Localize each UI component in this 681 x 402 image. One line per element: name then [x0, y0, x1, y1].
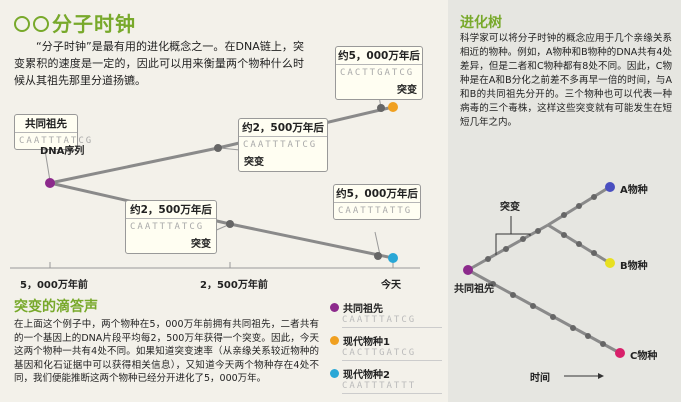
legend-item-ancestor: 共同祖先 CAATTTATCG [330, 300, 442, 328]
ancestor-box: 共同祖先 CAATTTATCG [14, 114, 94, 150]
ancestor-box-title: 共同祖先 [15, 115, 77, 133]
label-species-c: C物种 [630, 351, 658, 362]
axis-label-today: 今天 [381, 280, 401, 291]
species2-node [388, 253, 398, 263]
mutation-node [214, 144, 222, 152]
mid-lower-mutation: 突变 [191, 239, 211, 250]
mid-lower-box: 约2，500万年后 CAATTTATCG 突变 [125, 200, 217, 254]
legend-item-species2: 现代物种2 CAATTTATTT [330, 366, 442, 394]
label-ancestor: 共同祖先 [454, 284, 494, 295]
axis-label-25m: 2，500万年前 [200, 280, 268, 291]
legend-item-species1: 现代物种1 CACTTGATCG [330, 333, 442, 361]
mutation-node [510, 292, 516, 298]
side-title: 进化树 [460, 15, 502, 31]
evolution-tree [463, 182, 625, 379]
mid-lower-title: 约2，500万年后 [126, 201, 216, 219]
bottom-right-box: 约5，000万年后 CAATTTATTG [333, 184, 421, 220]
arrow-head-icon [598, 373, 604, 379]
ancestor-node [45, 178, 55, 188]
intro-paragraph: “分子时钟”是最有用的进化概念之一。在DNA链上，突变累积的速度是一定的，因此可… [14, 40, 304, 87]
mid-upper-box: 约2，500万年后 CAATTTATCG 突变 [238, 118, 328, 172]
top-right-mutation: 突变 [397, 85, 417, 96]
mutation-node [591, 194, 597, 200]
legend-name: 现代物种2 [343, 370, 390, 381]
mutation-node [377, 104, 385, 112]
mutation-node [576, 241, 582, 247]
connector [374, 231, 381, 256]
label-species-a: A物种 [620, 185, 648, 196]
legend-name: 共同祖先 [343, 304, 383, 315]
mid-upper-title: 约2，500万年后 [239, 119, 327, 137]
top-right-title: 约5，000万年后 [336, 47, 422, 65]
mutation-node [550, 314, 556, 320]
legend-seq: CAATTTATCG [342, 315, 442, 328]
species-c-node [615, 348, 625, 358]
branch-upper-1 [49, 146, 219, 185]
mutation-node [600, 341, 606, 347]
connector [44, 149, 51, 182]
main-panel: 分子时钟 “分子时钟”是最有用的进化概念之一。在DNA链上，突变累积的速度是一定… [10, 8, 442, 399]
label-species-b: B物种 [620, 261, 648, 272]
top-right-box: 约5，000万年后 CACTTGATCG 突变 [335, 46, 423, 100]
ring-icon [14, 15, 30, 32]
label-time: 时间 [530, 373, 550, 384]
ancestor-seq: CAATTTATCG [19, 136, 94, 146]
side-panel: 进化树 科学家可以将分子时钟的概念应用于几个亲缘关系相近的物种。例如，A物种和B… [448, 0, 681, 402]
top-right-seq: CACTTGATCG [340, 68, 415, 78]
species1-node [388, 102, 398, 112]
mutation-node [503, 246, 509, 252]
ring-icon [33, 15, 49, 32]
section-title: 突变的滴答声 [14, 299, 98, 315]
mutation-node [485, 256, 491, 262]
mid-upper-seq: CAATTTATCG [243, 140, 318, 150]
mutation-node [561, 212, 567, 218]
mid-upper-mutation: 突变 [244, 157, 264, 168]
axis-label-50m: 5，000万年前 [20, 280, 88, 291]
legend-name: 现代物种1 [343, 337, 390, 348]
label-mutation: 突变 [500, 202, 520, 213]
title-text: 分子时钟 [52, 12, 136, 36]
dot-icon [330, 336, 339, 345]
mutation-node [591, 250, 597, 256]
bottom-right-seq: CAATTTATTG [338, 206, 413, 216]
tree-ancestor-node [463, 265, 473, 275]
legend: 共同祖先 CAATTTATCG 现代物种1 CACTTGATCG 现代物种2 C… [330, 300, 442, 399]
mutation-node [561, 232, 567, 238]
legend-seq: CACTTGATCG [342, 348, 442, 361]
branch-lower-2 [229, 222, 394, 260]
mutation-node [490, 281, 496, 287]
page-title: 分子时钟 [14, 8, 136, 37]
mutation-node [374, 252, 382, 260]
mid-lower-seq: CAATTTATCG [130, 222, 205, 232]
mutation-bracket [495, 233, 531, 255]
mutation-node [520, 236, 526, 242]
dot-icon [330, 369, 339, 378]
species-b-node [605, 258, 615, 268]
dna-label: DNA序列 [40, 146, 85, 157]
mutation-node [570, 325, 576, 331]
section-text: 在上面这个例子中，两个物种在5，000万年前拥有共同祖先，二者共有的一个基因上的… [14, 319, 319, 384]
mutation-node [535, 228, 541, 234]
mutation-node [226, 220, 234, 228]
dot-icon [330, 303, 339, 312]
legend-seq: CAATTTATTT [342, 381, 442, 394]
side-text: 科学家可以将分子时钟的概念应用于几个亲缘关系相近的物种。例如，A物种和B物种的D… [460, 33, 672, 128]
connector [219, 147, 241, 151]
mutation-node [576, 203, 582, 209]
bottom-right-title: 约5，000万年后 [334, 185, 420, 203]
mutation-node [585, 333, 591, 339]
species-a-node [605, 182, 615, 192]
mutation-node [530, 303, 536, 309]
